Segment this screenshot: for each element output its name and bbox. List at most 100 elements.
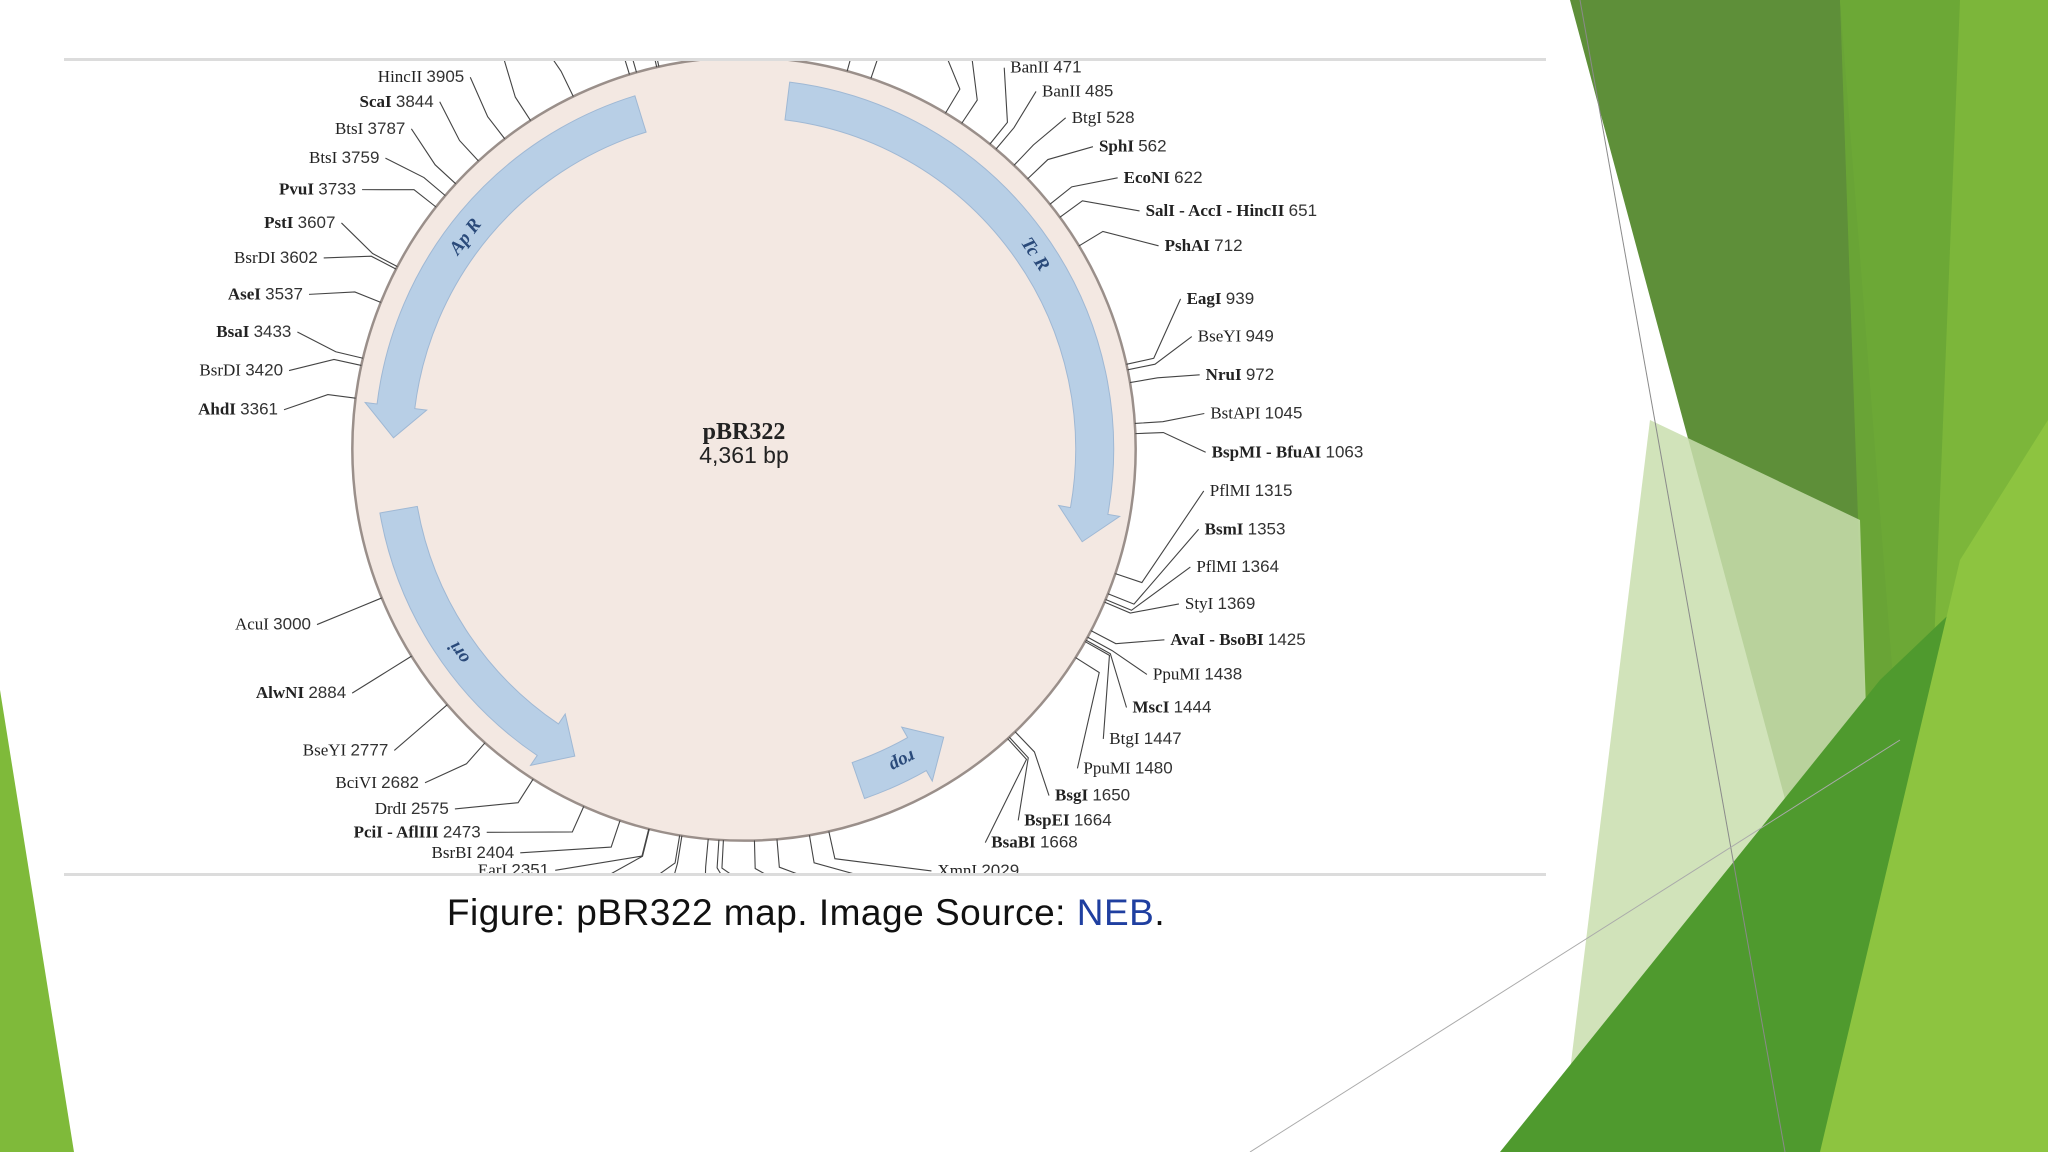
site-position: 1447 [1144,729,1182,748]
caption-source-link[interactable]: NEB [1076,892,1155,933]
restriction-site-label: BtsI 3787 [335,119,405,138]
site-position: 939 [1226,289,1254,308]
site-tick [945,61,961,114]
site-position: 1364 [1241,557,1279,576]
site-tick [808,835,853,873]
site-tick [611,828,650,873]
restriction-site-label: BsgI 1650 [1055,786,1130,805]
restriction-site-label: PpuMI 1480 [1083,758,1172,777]
site-name: AvaI - BsoBI [1170,630,1267,649]
site-position: 1315 [1255,481,1293,500]
site-position: 1444 [1174,698,1212,717]
site-position: 3733 [318,180,356,199]
site-tick [1084,641,1111,739]
restriction-site-label: PvuI 3733 [279,180,356,199]
site-tick [1087,636,1148,675]
site-name: PshAI [1165,236,1215,255]
site-name: AseI [228,284,265,303]
site-position: 949 [1245,327,1273,346]
site-tick [439,101,479,162]
site-position: 3961 [459,61,497,64]
gene-arrow-ori [379,505,576,767]
site-position: 1668 [1040,833,1078,852]
restriction-site-label: SphI 562 [1099,137,1167,156]
restriction-site-label: PstI 3607 [264,213,335,232]
site-position: 3433 [254,322,292,341]
plasmid-backbone [351,61,1137,842]
site-tick [1027,146,1094,180]
restriction-site-label: AhdI 3361 [198,400,278,419]
site-position: 3905 [426,67,464,86]
site-name: AcuI [235,615,273,634]
site-tick [283,394,356,411]
site-name: EarI [478,860,512,873]
restriction-site-label: PshAI 712 [1165,236,1243,255]
decor-shape-right-6 [1820,420,2048,1152]
site-name: BanII [1010,61,1053,77]
site-name: PflMI [1210,481,1255,500]
site-name: BseYI [303,740,351,759]
site-name: PpuMI [1083,758,1134,777]
restriction-site-label: AcuI 3000 [235,615,311,634]
site-position: 1425 [1268,630,1306,649]
restriction-site-label: HincII 3905 [378,67,464,86]
site-name: SalI - AccI - HincII [1146,201,1289,220]
site-name: BsgI [1055,786,1092,805]
site-position: 562 [1138,137,1166,156]
site-position: 2029 [981,861,1019,873]
site-name: DrdI [375,799,411,818]
site-tick [1059,200,1140,218]
restriction-site-label: AvaI - BsoBI 1425 [1170,630,1305,649]
site-tick [341,222,398,268]
decor-line-2 [1249,739,1901,1152]
site-name: EcoNI [1124,168,1175,187]
site-tick [776,839,797,873]
restriction-site-label: BsaI 3433 [216,322,291,341]
restriction-site-label: MscI 1444 [1133,698,1212,717]
site-position: 1369 [1218,594,1256,613]
restriction-site-label: BspEI 1664 [1024,810,1111,829]
restriction-site-label: BspMI - BfuAI 1063 [1212,442,1364,461]
site-position: 3361 [240,400,278,419]
site-position: 3000 [273,615,311,634]
site-name: SphI [1099,137,1138,156]
site-tick [1078,230,1159,247]
site-tick [1104,601,1180,614]
site-position: 1664 [1074,810,1112,829]
site-tick [297,331,364,359]
site-name: BtsI [335,119,368,138]
restriction-site-label: PflMI 1364 [1196,557,1279,576]
site-name: BseYI [1198,327,1246,346]
site-tick [1049,177,1118,205]
site-position: 2404 [476,843,514,862]
restriction-site-label: BciVI 2682 [335,773,419,792]
site-tick [1075,657,1100,769]
site-name: BstAPI [1210,404,1264,423]
site-position: 1063 [1326,442,1364,461]
restriction-site-label: BsaBI 1668 [991,833,1078,852]
figure-caption: Figure: pBR322 map. Image Source: NEB. [0,892,1612,934]
site-position: 2473 [443,822,481,841]
site-position: 1045 [1265,404,1303,423]
site-position: 3420 [245,361,283,380]
restriction-site-label: EagI 939 [1187,289,1255,308]
restriction-site-label: BanII 471 [1010,61,1081,77]
site-tick [410,128,457,185]
site-position: 485 [1085,81,1113,100]
restriction-site-label: PciI - AflIII 2473 [354,822,481,841]
site-position: 1650 [1092,786,1130,805]
restriction-site-label: BsrBI 2404 [432,843,515,862]
site-position: 3787 [368,119,406,138]
site-name: BanII [1042,81,1085,100]
site-tick [1013,117,1067,166]
site-position: 3602 [280,248,318,267]
site-tick [716,839,721,873]
restriction-site-label: AseI 3537 [228,284,303,303]
site-name: PciI - AflIII [354,822,443,841]
site-tick [553,61,574,97]
site-name: XmnI [937,861,981,873]
site-name: BsrDI [234,248,280,267]
site-name: BsrDI [199,361,245,380]
site-tick [659,835,681,873]
